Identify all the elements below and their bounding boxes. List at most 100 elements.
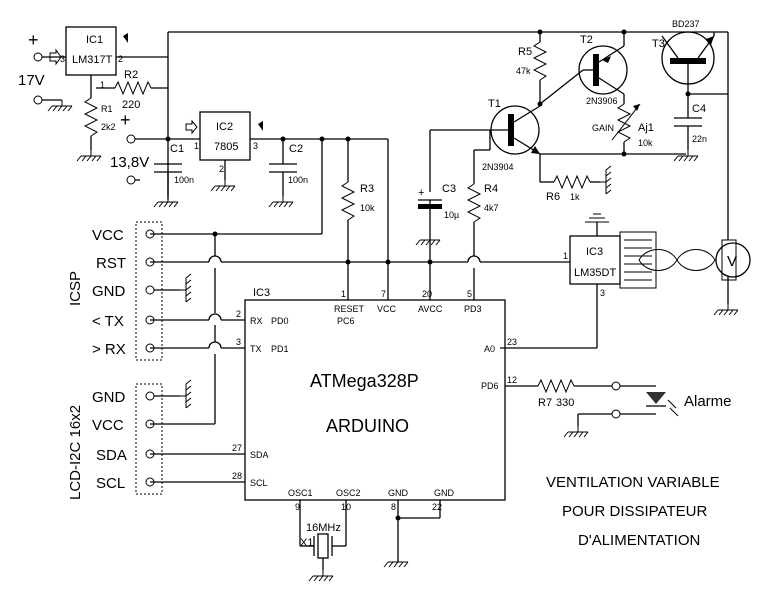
r2-val: 220 xyxy=(122,99,140,111)
ic2-ref: IC2 xyxy=(216,121,233,133)
r1-resistor xyxy=(83,97,99,137)
lm35-pin1: 1 xyxy=(563,251,568,261)
ground-icon xyxy=(673,149,699,162)
pin-label-pd1: PD1 xyxy=(271,344,289,354)
t3-ref: T3 xyxy=(652,38,665,50)
r6-resistor xyxy=(553,174,591,190)
crystal xyxy=(317,533,329,559)
lcd-pin[interactable] xyxy=(145,419,155,429)
pin-num: 8 xyxy=(391,502,396,512)
pin-num: 28 xyxy=(232,471,242,481)
mcu-name: ATMega328P xyxy=(310,371,419,391)
lcd-pin-label: SCL xyxy=(96,475,125,492)
t2-part: 2N3906 xyxy=(586,96,618,106)
pin-label-gnd: GND xyxy=(434,488,455,498)
lcd-pin[interactable] xyxy=(145,477,155,487)
lm35-ref: IC3 xyxy=(586,246,603,258)
ic1-pin2: 2 xyxy=(118,54,123,64)
alarm-label: Alarme xyxy=(684,393,732,410)
pin-num: 12 xyxy=(507,375,517,385)
c1-val: 100n xyxy=(174,175,194,185)
aj1-ref: Aj1 xyxy=(638,122,654,134)
power-supply: + 17V IC1 LM317T 3 2 1 R2 220 R1 2k2 + xyxy=(18,26,728,208)
pin-label-reset: RESET xyxy=(334,304,365,314)
ground-icon xyxy=(179,379,192,409)
c1-ref: C1 xyxy=(170,143,184,155)
icsp-outline xyxy=(135,221,163,361)
microcontroller: IC3 ATMega328P ARDUINO 1 RESET PC6 7 VCC… xyxy=(232,287,517,582)
pin-label-pd6: PD6 xyxy=(481,381,499,391)
r1-val: 2k2 xyxy=(101,122,116,132)
icsp-pin[interactable] xyxy=(145,229,155,239)
aj1-val: 10k xyxy=(638,138,653,148)
pin-num: 23 xyxy=(507,337,517,347)
r7-val: 330 xyxy=(556,397,574,409)
mcu-box xyxy=(244,299,506,501)
lcd-title: LCD-I2C 16x2 xyxy=(67,405,84,500)
ground-icon xyxy=(179,273,192,303)
ic1-part: LM317T xyxy=(72,54,113,66)
x1-val: 16MHz xyxy=(306,522,341,534)
ic1-ref: IC1 xyxy=(86,34,103,46)
r1-ref: R1 xyxy=(101,104,113,114)
pin-label-scl: SCL xyxy=(250,478,268,488)
icsp-pin[interactable] xyxy=(145,257,155,267)
r3-val: 10k xyxy=(360,203,375,213)
icsp-pin-label: > RX xyxy=(92,341,126,358)
mcu-ref: IC3 xyxy=(253,287,270,299)
plus-sign: + xyxy=(28,30,39,50)
c3-electrolytic xyxy=(418,204,442,209)
icsp-pin-label: GND xyxy=(92,283,126,300)
c4-ref: C4 xyxy=(692,103,706,115)
ground-icon xyxy=(713,303,739,316)
input-arrow-icon xyxy=(49,48,62,66)
pin-label-a0: A0 xyxy=(484,344,495,354)
lcd-pin-label: GND xyxy=(92,389,126,406)
ground-icon xyxy=(268,195,294,208)
voltage-in-label: 17V xyxy=(18,72,45,89)
pin-label-gnd: GND xyxy=(388,488,409,498)
ground-icon xyxy=(308,569,334,582)
pin-label-osc2: OSC2 xyxy=(336,488,361,498)
lcd-pin[interactable] xyxy=(145,449,155,459)
caption: VENTILATION VARIABLE POUR DISSIPATEUR D'… xyxy=(546,474,720,549)
icsp-pin[interactable] xyxy=(145,343,155,353)
ic2-part: 7805 xyxy=(214,141,238,153)
x1-ref: X1 xyxy=(300,537,313,549)
t2-ref: T2 xyxy=(580,34,593,46)
ic2-pin3: 3 xyxy=(253,141,258,151)
c3-val: 10µ xyxy=(444,210,459,220)
voltage-mid-label: 13,8V xyxy=(110,154,149,171)
aj1-label: GAIN xyxy=(592,123,614,133)
temp-sensor: IC3 LM35DT 1 3 xyxy=(500,213,657,349)
ground-icon xyxy=(153,195,179,208)
caption-line: POUR DISSIPATEUR xyxy=(562,503,707,520)
plus-sign: + xyxy=(120,110,131,130)
icsp-connector: VCC RST GND < TX > RX ICSP xyxy=(67,221,192,361)
pin-label-pc6: PC6 xyxy=(337,316,355,326)
pin-num: 9 xyxy=(295,502,300,512)
ground-icon xyxy=(76,149,102,162)
pin-num: 7 xyxy=(381,289,386,299)
input-arrow-icon xyxy=(185,119,198,135)
ground-icon xyxy=(563,425,589,438)
fan-blade-icon xyxy=(676,249,716,271)
pin-label-avcc: AVCC xyxy=(418,304,443,314)
caption-line: VENTILATION VARIABLE xyxy=(546,474,720,491)
icsp-pin-label: VCC xyxy=(92,227,124,244)
lcd-pin[interactable] xyxy=(145,391,155,401)
pin-label-tx: TX xyxy=(250,344,262,354)
icsp-pin[interactable] xyxy=(145,285,155,295)
mcu-sub: ARDUINO xyxy=(326,416,409,436)
alarm-terminal xyxy=(611,409,621,419)
r2-ref: R2 xyxy=(124,69,138,81)
caption-line: D'ALIMENTATION xyxy=(578,532,700,549)
lcd-pin-label: SDA xyxy=(96,447,127,464)
ground-icon xyxy=(599,165,612,195)
ic1-pin3: 3 xyxy=(60,54,65,64)
lcd-connector: GND VCC SDA SCL LCD-I2C 16x2 xyxy=(67,379,192,500)
t2-transistor xyxy=(578,45,628,95)
r3-resistor xyxy=(340,181,356,221)
icsp-pin[interactable] xyxy=(145,315,155,325)
